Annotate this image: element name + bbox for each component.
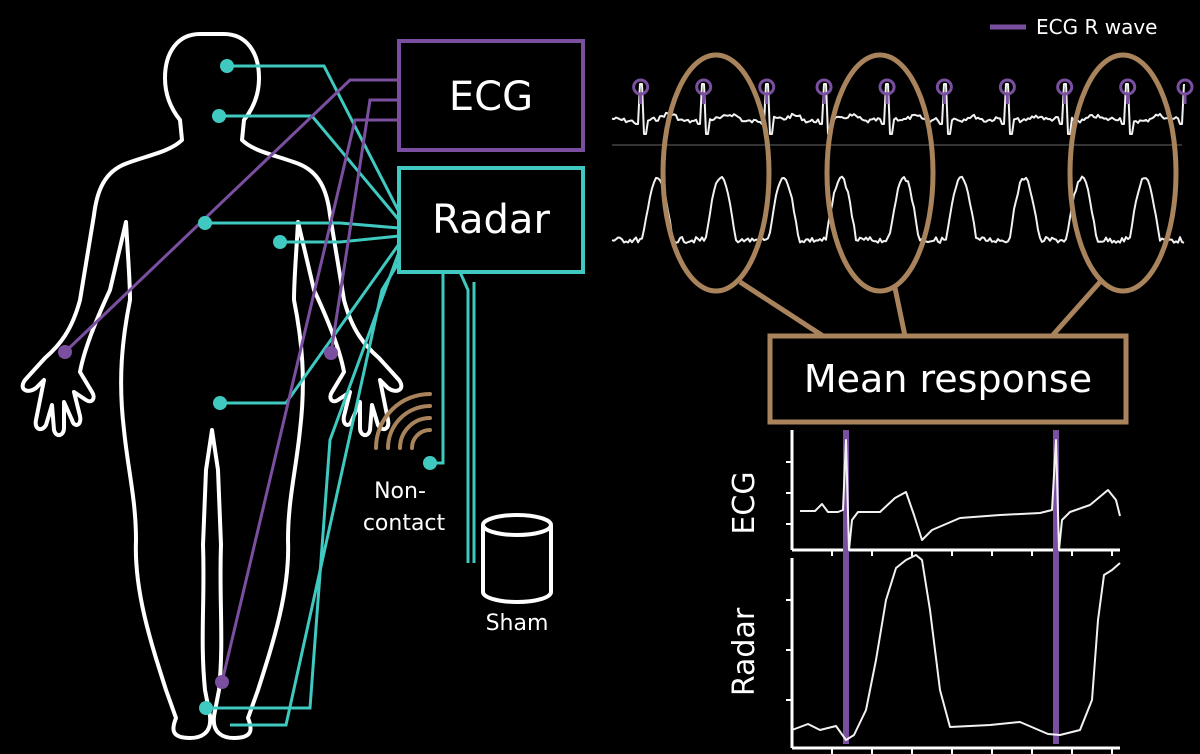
ecg-top-trace: [611, 83, 1185, 135]
wireless-signal-icon: [374, 392, 432, 450]
electrode-ankle: [199, 701, 213, 715]
r-wave-marker-icon: [1119, 78, 1137, 104]
ecg-wires: [63, 78, 399, 683]
ecg-box-label: ECG: [449, 74, 533, 120]
selection-ellipse-2: [824, 52, 936, 294]
electrode-left-wrist: [324, 346, 338, 360]
r-wave-markers: [632, 78, 1194, 104]
r-wave-marker-icon: [695, 78, 713, 104]
r-wave-marker-icon: [815, 78, 833, 104]
mean-plot-ticks: [786, 461, 1113, 754]
electrode-head: [220, 59, 234, 73]
cylinder-icon: [481, 513, 553, 604]
human-body-outline-icon: [20, 32, 404, 740]
beat-selection-ellipses: [660, 52, 1179, 294]
mean-plot-ecg-label: ECG: [727, 471, 762, 534]
electrode-chest: [198, 216, 212, 230]
radar-top-trace: [611, 175, 1185, 244]
selection-ellipse-1: [660, 52, 772, 294]
electrode-leg: [215, 675, 229, 689]
mean-response-label: Mean response: [804, 357, 1092, 401]
r-wave-marker-icon: [878, 78, 896, 104]
r-wave-marker-icon: [998, 78, 1016, 104]
selection-ellipse-3: [1067, 52, 1179, 294]
mean-r-wave-lines: [843, 430, 1059, 744]
ecg-box: [397, 39, 585, 152]
mean-response-box: [767, 333, 1129, 425]
mean-ecg-trace: [800, 439, 1121, 551]
electrode-dots: [58, 59, 437, 715]
r-wave-marker-icon: [1056, 78, 1074, 104]
electrode-right-wrist: [58, 345, 72, 359]
non-contact-label-line1: Non-: [374, 479, 426, 504]
r-wave-marker-icon: [1176, 78, 1194, 104]
mean-radar-trace: [791, 554, 1121, 741]
radar-box-label: Radar: [432, 197, 550, 243]
sham-label: Sham: [486, 611, 549, 636]
electrode-neck: [212, 109, 226, 123]
electrode-noncontact: [423, 456, 437, 470]
electrode-abdomen: [213, 396, 227, 410]
r-wave-marker-icon: [758, 78, 776, 104]
mean-plot-radar-label: Radar: [727, 607, 762, 696]
r-wave-marker-icon: [935, 78, 953, 104]
r-wave-marker-icon: [632, 78, 650, 104]
selection-connectors: [738, 279, 1102, 339]
electrode-arm: [273, 235, 287, 249]
legend-label: ECG R wave: [1036, 15, 1157, 39]
non-contact-label-line2: contact: [363, 511, 446, 536]
